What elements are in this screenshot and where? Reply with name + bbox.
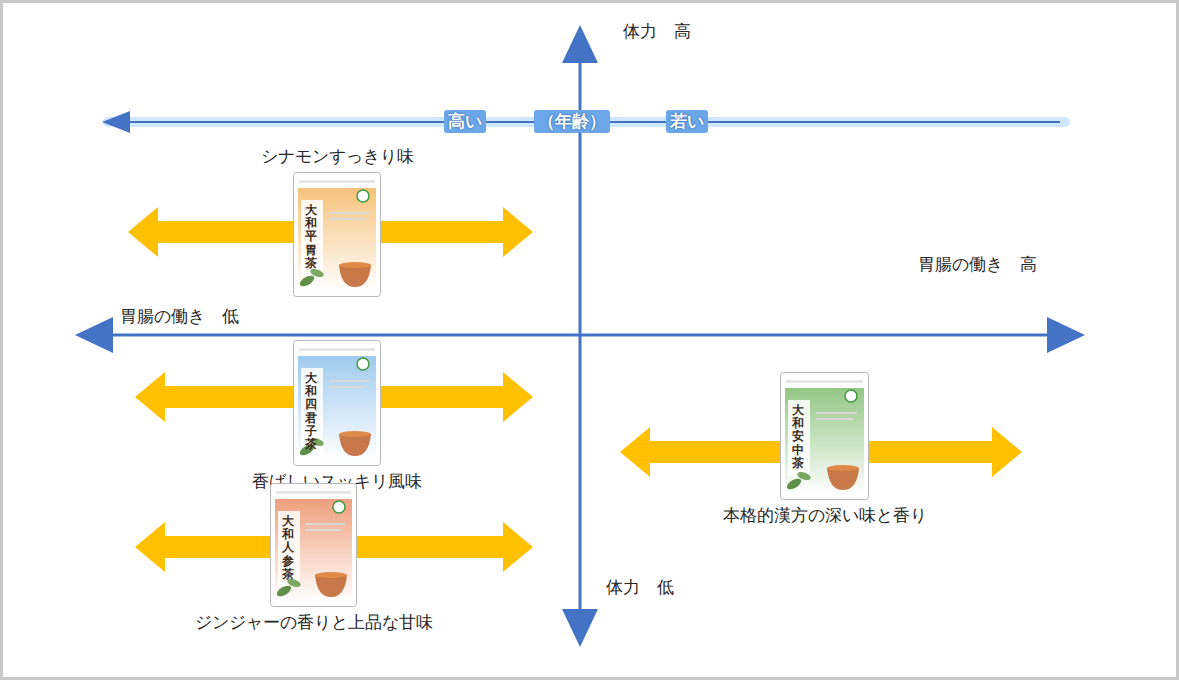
age-label: 高い	[444, 110, 486, 133]
age-label: （年齢）	[534, 110, 610, 133]
tea-package: 大和平胃茶シナモンすっきり味	[293, 172, 381, 297]
flavor-caption: 本格的漢方の深い味と香り	[723, 504, 927, 527]
axis-label: 胃腸の働き 低	[120, 305, 239, 328]
product-name: 大和平胃茶	[305, 204, 317, 270]
age-label: 若い	[666, 110, 708, 133]
flavor-caption: ジンジャーの香りと上品な甘味	[195, 611, 433, 634]
axis-label: 体力 高	[623, 20, 691, 43]
product-name: 大和安中茶	[792, 404, 804, 470]
product-name: 大和人参茶	[282, 515, 294, 581]
axis-label: 体力 低	[606, 576, 674, 599]
age-arrow	[102, 111, 1068, 133]
tea-package: 大和四君子茶香ばしいスッキリ風味	[293, 340, 381, 466]
tea-package: 大和人参茶ジンジャーの香りと上品な甘味	[270, 483, 357, 607]
flavor-caption: シナモンすっきり味	[261, 145, 414, 168]
axis-label: 胃腸の働き 高	[918, 253, 1037, 276]
product-name: 大和四君子茶	[305, 372, 317, 451]
tea-package: 大和安中茶本格的漢方の深い味と香り	[780, 372, 869, 500]
range-arrows	[128, 207, 1022, 572]
